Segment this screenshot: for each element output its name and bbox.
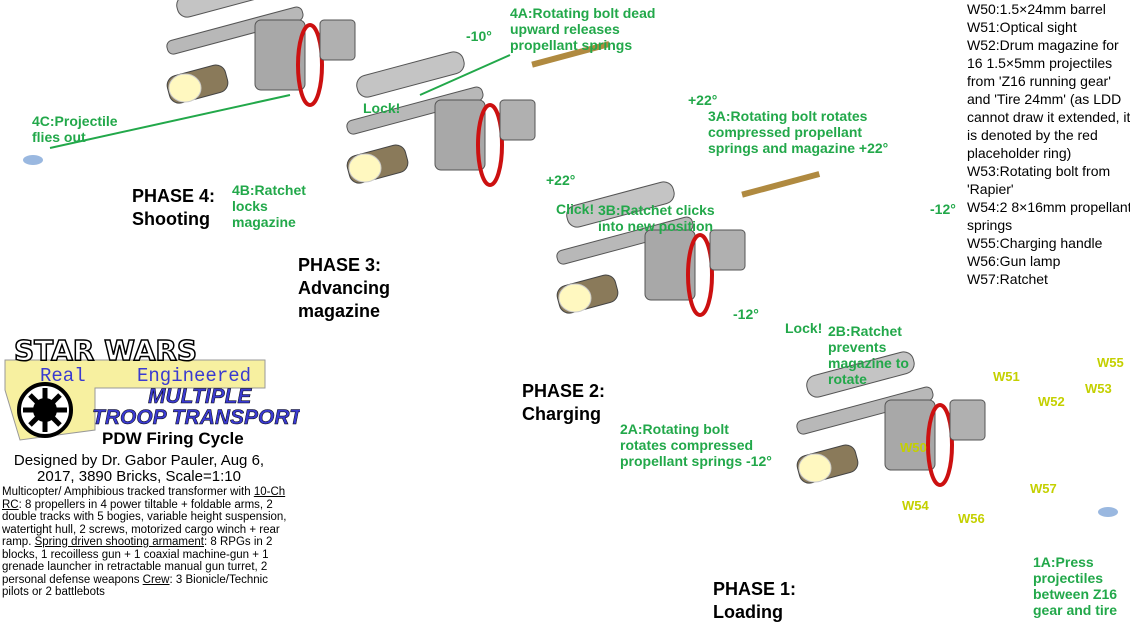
charging-handle (531, 41, 611, 68)
bolt-arrow (419, 54, 511, 96)
click-3: Click! (556, 201, 595, 217)
part-label-w54: W54 (902, 498, 929, 513)
phase-3-label: PHASE 3: Advancing magazine (298, 255, 391, 321)
magazine-ring (686, 233, 714, 317)
description: Multicopter/ Amphibious tracked transfor… (2, 486, 287, 598)
gun-lamp (798, 453, 832, 483)
rotating-bolt (499, 99, 536, 141)
real-text: Real (40, 365, 86, 387)
angle-3a: +22° (688, 92, 718, 108)
projectile-arrow (49, 94, 291, 149)
annotation-4c: 4C:Projectile flies out (32, 113, 118, 145)
projectile (1098, 507, 1118, 517)
legend-item: W54:2 8×16mm propellant springs (967, 199, 1130, 233)
part-label-w55: W55 (1097, 355, 1124, 370)
part-label-w56: W56 (958, 511, 985, 526)
barrel (166, 6, 304, 55)
logo: STAR WARS Real Engineered MULTIPLE TROOP… (4, 333, 300, 448)
legend-item: W50:1.5×24mm barrel (967, 1, 1106, 17)
lock-2: Lock! (785, 320, 823, 336)
part-label-w52: W52 (1038, 394, 1065, 409)
logo-troop-transport: TROOP TRANSPORT (92, 406, 300, 429)
legend-item: W52:Drum magazine for 16 1.5×5mm project… (967, 37, 1130, 161)
engineered-text: Engineered (137, 365, 251, 387)
part-label-w51: W51 (993, 369, 1020, 384)
annotation-2a: 2A:Rotating bolt rotates compressed prop… (620, 421, 772, 469)
annotation-2b: 2B:Ratchet prevents magazine to rotate (828, 323, 909, 387)
annotation-4b: 4B:Ratchet locks magazine (232, 182, 306, 230)
angle-3b: +22° (546, 172, 576, 188)
part-label-w57: W57 (1030, 481, 1057, 496)
magazine-ring (476, 103, 504, 187)
legend-item: W53:Rotating bolt from 'Rapier' (967, 163, 1111, 197)
phase-4-label: PHASE 4: Shooting (132, 186, 216, 229)
optical-sight (356, 51, 465, 98)
gun-lamp (348, 153, 382, 183)
legend-item: W57:Ratchet (967, 271, 1048, 287)
optical-sight (566, 181, 675, 228)
barrel (796, 386, 934, 435)
receiver (884, 399, 936, 471)
page-title: PDW Firing Cycle (102, 429, 244, 448)
part-label-w50: W50 (900, 440, 927, 455)
magazine-ring (296, 23, 324, 107)
gun-phase-3 (346, 41, 611, 187)
annotation-3a: 3A:Rotating bolt rotates compressed prop… (708, 108, 889, 156)
optical-sight (806, 351, 915, 398)
part-label-w53: W53 (1085, 381, 1112, 396)
rotating-bolt (949, 399, 986, 441)
angle-2a: -12° (930, 201, 956, 217)
phase-1-label: PHASE 1: Loading (713, 579, 797, 622)
angle-4: -10° (466, 28, 492, 44)
gun-lamp (558, 283, 592, 313)
legend-item: W56:Gun lamp (967, 253, 1061, 269)
annotation-1a: 1A:Press projectiles between Z16 gear an… (1033, 554, 1118, 618)
magazine-ring (926, 403, 954, 487)
annotation-3b: 3B:Ratchet clicks into new position (598, 202, 715, 234)
legend-item: W51:Optical sight (967, 19, 1077, 35)
gun-phase-1 (796, 351, 986, 487)
phase-2-label: PHASE 2: Charging (522, 381, 606, 424)
receiver (434, 99, 486, 171)
projectile (23, 155, 43, 165)
gun-lamp (168, 73, 202, 103)
lock-4: Lock! (363, 100, 401, 116)
star-wars-logo-text: STAR WARS (14, 334, 197, 367)
optical-sight (176, 0, 285, 18)
gun-phase-4 (166, 0, 356, 107)
receiver (254, 19, 306, 91)
angle-2b: -12° (733, 306, 759, 322)
annotation-4a: 4A:Rotating bolt dead upward releases pr… (510, 5, 656, 53)
receiver (644, 229, 696, 301)
gun-phase-2 (556, 171, 821, 317)
parts-legend: W50:1.5×24mm barrel W51:Optical sight W5… (967, 0, 1130, 288)
logo-multiple: MULTIPLE (148, 385, 252, 408)
rotating-bolt (709, 229, 746, 271)
rotating-bolt (319, 19, 356, 61)
charging-handle (741, 171, 821, 198)
legend-item: W55:Charging handle (967, 235, 1103, 251)
barrel (346, 86, 484, 135)
designer-credit: Designed by Dr. Gabor Pauler, Aug 6, 201… (13, 452, 265, 485)
barrel (556, 216, 694, 265)
